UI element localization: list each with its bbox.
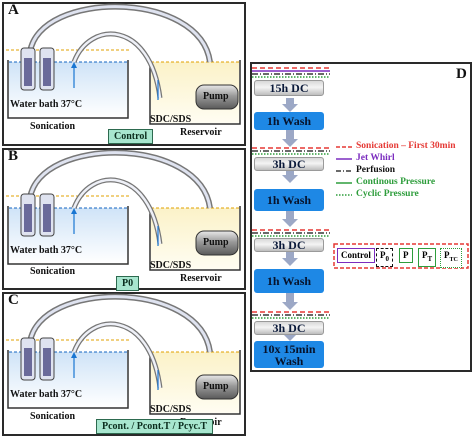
condition-pt-sub: T [427, 254, 433, 263]
panel-a-reservoir-label: Reservoir [180, 127, 222, 138]
flow-step-1: 15h DC [254, 80, 324, 96]
legend-continuous-pressure: Continous Pressure [356, 177, 436, 187]
flow-step-7: 3h DC [254, 321, 324, 335]
panel-b-reservoir-label: Reservoir [180, 273, 222, 284]
legend-sonication: Sonication – First 30min [356, 141, 456, 151]
condition-control-label: Control [341, 250, 371, 260]
panel-b-sdc-label: SDC/SDS [150, 260, 192, 271]
panel-b-bath-label: Water bath 37°C [10, 245, 83, 256]
panel-a-sonication-label: Sonication [30, 121, 76, 132]
panel-a-sdc-label: SDC/SDS [150, 114, 192, 125]
phase-line-markers [252, 67, 330, 319]
panel-a-condition-badge: Control [108, 129, 154, 144]
condition-p0-label: P [380, 250, 386, 260]
legend-jet-whirl: Jet Whirl [356, 153, 395, 163]
panel-c-bath-label: Water bath 37°C [10, 389, 83, 400]
condition-control: Control [337, 248, 375, 263]
legend-lines [336, 146, 352, 196]
condition-p-label: P [403, 250, 409, 260]
conditions-frame [333, 243, 469, 269]
panel-a-letter: A [8, 2, 19, 18]
flow-step-8: 10x 15min Wash [254, 341, 324, 368]
flow-step-5: 3h DC [254, 238, 324, 252]
panel-c-pump-label: Pump [203, 381, 229, 392]
condition-pt-label: P [422, 250, 428, 260]
condition-p0-sub: 0 [385, 254, 390, 263]
condition-ptc-sub: TC [449, 256, 458, 263]
flow-step-2: 1h Wash [254, 112, 324, 130]
flow-connectors [282, 98, 298, 341]
condition-p0: P0 [376, 248, 393, 267]
legend-perfusion: Perfusion [356, 165, 396, 175]
condition-pt: PT [418, 248, 437, 267]
panel-d-letter: D [456, 66, 467, 82]
panel-c-letter: C [8, 292, 19, 308]
condition-ptc-label: P [444, 250, 450, 260]
flow-step-4: 1h Wash [254, 189, 324, 211]
panel-b-pump-label: Pump [203, 237, 229, 248]
flow-step-6: 1h Wash [254, 269, 324, 293]
panel-b-condition-badge: P0 [116, 276, 140, 291]
condition-ptc: PTC [440, 248, 462, 268]
panel-b-letter: B [8, 148, 19, 164]
flow-step-3: 3h DC [254, 157, 324, 171]
legend-cyclic-pressure: Cyclic Pressure [356, 189, 419, 199]
condition-p: P [399, 248, 413, 263]
panel-c-condition-badge: Pcont. / Pcont.T / Pcyc.T [96, 419, 214, 434]
panel-b-sonication-label: Sonication [30, 266, 76, 277]
panel-c-sonication-label: Sonication [30, 411, 76, 422]
panel-a-bath-label: Water bath 37°C [10, 99, 83, 110]
panel-c-sdc-label: SDC/SDS [150, 404, 192, 415]
panel-a-pump-label: Pump [203, 91, 229, 102]
schematic-a [6, 3, 241, 125]
